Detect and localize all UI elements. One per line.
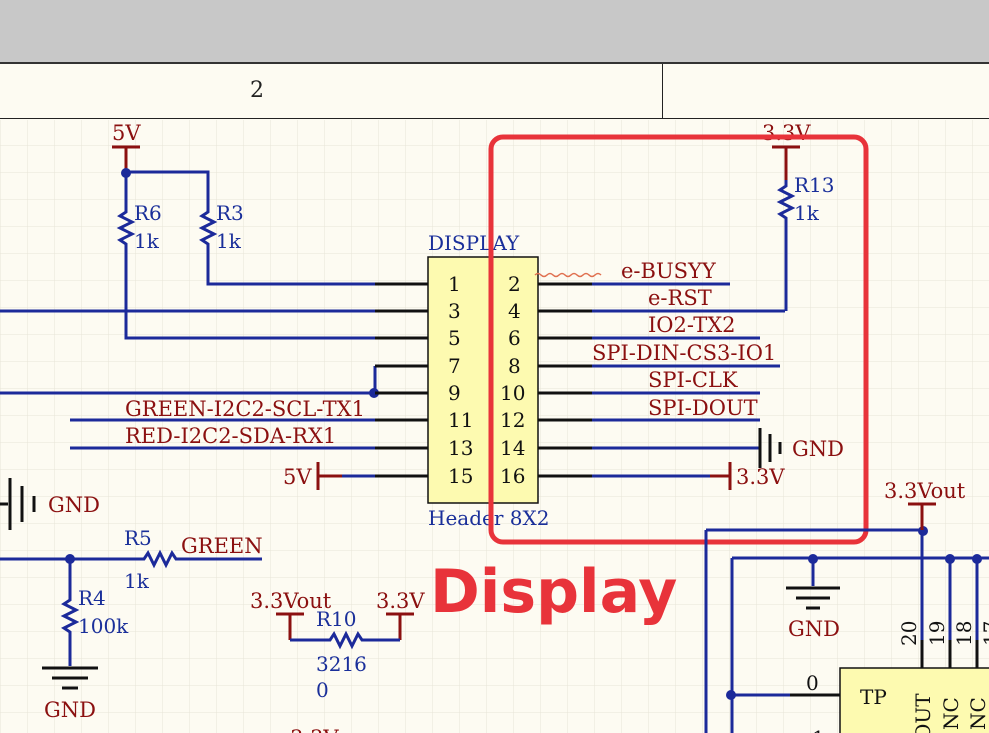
wire-r3-to-pin1 xyxy=(206,250,375,286)
pullup-5v-group: 5V R6 1k R3 1k xyxy=(112,121,375,340)
net-label-green: GREEN xyxy=(181,534,263,558)
zone-row: 2 xyxy=(0,64,989,119)
power-label-33v-bottom: 3.3V xyxy=(290,726,339,733)
r3-ref: R3 xyxy=(216,201,244,225)
r4-value: 100k xyxy=(78,614,129,638)
ic-name: TP xyxy=(860,685,887,709)
resistor-r3 xyxy=(198,206,218,250)
r10-ref: R10 xyxy=(316,607,357,631)
ic-pin-number-19: 19 xyxy=(925,621,949,646)
ic-pin-name-nc1: NC xyxy=(939,697,963,730)
resistor-r13 xyxy=(776,180,796,224)
ic-pin-number-17: 17 xyxy=(979,621,989,646)
ic-pin-number-0: 0 xyxy=(806,671,819,695)
wire-r6-to-pin5 xyxy=(124,250,375,340)
pullup-r13-group: 3.3V R13 1k xyxy=(762,121,835,311)
net-label-e-rst: e-RST xyxy=(648,286,712,310)
junction-ic-pin0 xyxy=(726,690,736,700)
ic-pin-name-out: OUT xyxy=(911,693,935,733)
pin-number-14: 14 xyxy=(500,436,525,460)
gnd-symbol-ic xyxy=(786,586,840,610)
pin-number-16: 16 xyxy=(500,464,525,488)
resistor-r4 xyxy=(60,594,80,638)
wire-r3-top xyxy=(126,170,210,206)
error-squiggle xyxy=(534,272,602,278)
highlight-box xyxy=(488,134,869,545)
gnd-label-left: GND xyxy=(48,493,100,517)
r10-value: 3216 xyxy=(316,652,367,676)
net-label-spi-din: SPI-DIN-CS3-IO1 xyxy=(592,341,776,365)
pin-number-9: 9 xyxy=(448,381,461,405)
pin-number-2: 2 xyxy=(508,272,521,296)
title-band xyxy=(0,0,989,64)
pin-number-10: 10 xyxy=(500,381,525,405)
resistor-r10 xyxy=(326,630,366,650)
pin-number-13: 13 xyxy=(448,436,473,460)
net-label-spi-dout: SPI-DOUT xyxy=(648,396,758,420)
r5-value: 1k xyxy=(124,569,150,593)
junction-5v xyxy=(121,168,131,178)
net-label-spi-clk: SPI-CLK xyxy=(648,368,738,392)
power-label-33v-r10: 3.3V xyxy=(376,589,425,613)
r6-ref: R6 xyxy=(134,201,162,225)
resistor-r6 xyxy=(116,206,136,250)
pin-number-4: 4 xyxy=(508,299,521,323)
r4-ref: R4 xyxy=(78,586,106,610)
r10-value2: 0 xyxy=(316,678,329,702)
ic-pin-number-20: 20 xyxy=(897,621,921,646)
header-title: DISPLAY xyxy=(428,231,520,255)
r13-ref: R13 xyxy=(794,173,835,197)
header-8x2: DISPLAY Header 8X2 1 3 5 7 9 11 13 15 2 … xyxy=(375,231,592,530)
net-label-e-busyy: e-BUSYY xyxy=(621,259,717,283)
power-label-33v-pin16: 3.3V xyxy=(736,465,785,489)
power-label-33v-r13: 3.3V xyxy=(762,121,811,145)
pin-number-11: 11 xyxy=(448,408,473,432)
power-label-33vout-r10: 3.3Vout xyxy=(250,589,332,613)
net-label-red-sda: RED-I2C2-SDA-RX1 xyxy=(125,424,336,448)
header-body xyxy=(427,256,539,504)
gnd-symbol-pin14 xyxy=(758,428,782,468)
annotation-display: Display xyxy=(430,557,677,627)
resistor-r5 xyxy=(140,549,180,569)
r5-ref: R5 xyxy=(124,526,152,550)
pin-number-12: 12 xyxy=(500,408,525,432)
pin-number-15: 15 xyxy=(448,464,473,488)
ic-pin-number-18: 18 xyxy=(952,621,976,646)
r6-value: 1k xyxy=(134,229,160,253)
net-label-green-scl: GREEN-I2C2-SCL-TX1 xyxy=(125,397,365,421)
zone-label: 2 xyxy=(250,78,264,103)
gnd-symbol-r4 xyxy=(42,666,98,690)
gnd-label-ic: GND xyxy=(788,617,840,641)
gnd-label-r4: GND xyxy=(44,698,96,722)
power-label-5v-pin15: 5V xyxy=(283,465,312,489)
pin-number-3: 3 xyxy=(448,299,461,323)
pin-number-1: 1 xyxy=(448,272,461,296)
r3-value: 1k xyxy=(216,229,242,253)
ic-pin-number-1-clipped: 1 xyxy=(812,726,825,733)
junction-pin9 xyxy=(369,388,379,398)
net-label-io2-tx2: IO2-TX2 xyxy=(648,313,736,337)
zone-divider xyxy=(662,64,663,118)
gnd-label-pin14: GND xyxy=(792,437,844,461)
ic-body xyxy=(839,667,989,733)
ic-pin-name-nc2: NC xyxy=(966,697,989,730)
pin-number-6: 6 xyxy=(508,326,521,350)
pin-number-8: 8 xyxy=(508,354,521,378)
pin-number-7: 7 xyxy=(448,354,461,378)
pin-number-5: 5 xyxy=(448,326,461,350)
power-label-5v: 5V xyxy=(112,121,141,145)
power-label-33vout-ic: 3.3Vout xyxy=(884,479,966,503)
gnd-symbol-left xyxy=(0,478,36,530)
r13-value: 1k xyxy=(794,201,820,225)
